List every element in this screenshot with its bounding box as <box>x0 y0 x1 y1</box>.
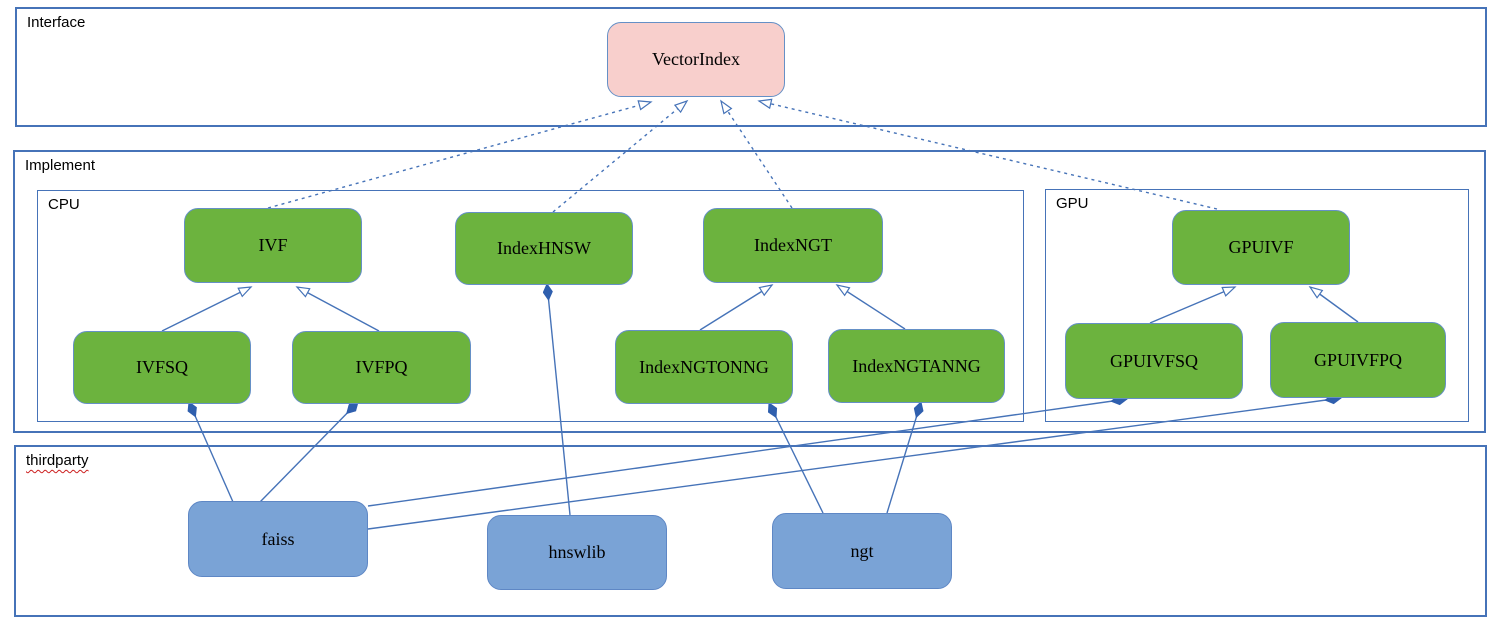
edge-faiss-gpuivfsq <box>367 399 1127 507</box>
node-indexhnsw-label: IndexHNSW <box>497 238 591 258</box>
edge-ngt-indexngtonng <box>769 403 824 514</box>
node-indexngtanng: IndexNGTANNG <box>828 329 1005 403</box>
node-ivfpq-label: IVFPQ <box>355 357 408 377</box>
node-ngt-label: ngt <box>850 540 874 561</box>
edge-gpuivfsq-gpuivf <box>1149 286 1237 324</box>
node-ivfsq: IVFSQ <box>73 331 251 404</box>
edge-indexngt-vectorindex <box>720 99 793 209</box>
node-gpuivfsq-label: GPUIVFSQ <box>1109 350 1199 371</box>
node-gpuivfpq-label: GPUIVFPQ <box>1313 349 1403 370</box>
edge-ivfpq-ivf <box>295 286 380 332</box>
node-indexngt-label: IndexNGT <box>754 235 832 255</box>
node-vectorindex: VectorIndex <box>607 22 785 97</box>
node-ivfsq-label: IVFSQ <box>135 357 188 377</box>
node-indexngtanng-label: IndexNGTANNG <box>852 355 981 376</box>
node-ivfpq: IVFPQ <box>292 331 471 404</box>
edge-gpuivf-vectorindex <box>757 98 1218 210</box>
container-interface-label: Interface <box>27 14 86 31</box>
edge-faiss-ivfpq <box>259 402 358 503</box>
edge-indexngtanng-indexngt <box>835 284 906 330</box>
edge-indexngtonng-indexngt <box>699 284 774 331</box>
container-cpu-label: CPU <box>48 196 80 213</box>
container-interface: Interface <box>15 7 1487 127</box>
node-ivf: IVF <box>184 208 362 283</box>
node-ngt: ngt <box>772 513 952 589</box>
edge-faiss-gpuivfpq <box>367 398 1341 530</box>
node-vectorindex-label: VectorIndex <box>652 49 740 69</box>
node-faiss: faiss <box>188 501 368 577</box>
edge-hnswlib-indexhnsw <box>547 284 571 516</box>
edge-indexhnsw-vectorindex <box>552 99 689 213</box>
edge-ivf-vectorindex <box>267 100 653 209</box>
node-hnswlib-label: hnswlib <box>548 542 606 562</box>
container-gpu-label: GPU <box>1056 195 1089 212</box>
node-gpuivf: GPUIVF <box>1172 210 1350 285</box>
edge-ivfsq-ivf <box>161 286 253 332</box>
node-gpuivfpq: GPUIVFPQ <box>1270 322 1446 398</box>
node-indexngtonng-label: IndexNGTONNG <box>639 356 769 377</box>
node-indexngt: IndexNGT <box>703 208 883 283</box>
node-indexhnsw: IndexHNSW <box>455 212 633 285</box>
edge-gpuivfpq-gpuivf <box>1308 285 1359 323</box>
node-faiss-label: faiss <box>261 528 295 549</box>
container-implement-label: Implement <box>25 157 96 174</box>
node-indexngtonng: IndexNGTONNG <box>615 330 793 404</box>
container-thirdparty: thirdparty <box>14 445 1487 617</box>
node-hnswlib: hnswlib <box>487 515 667 590</box>
container-gpu: GPU <box>1045 189 1469 422</box>
edge-faiss-ivfsq <box>189 402 234 503</box>
container-thirdparty-label: thirdparty <box>26 452 89 469</box>
container-implement: Implement <box>13 150 1486 433</box>
node-ivf-label: IVF <box>258 235 288 255</box>
node-gpuivf-label: GPUIVF <box>1228 237 1294 257</box>
container-cpu: CPU <box>37 190 1024 422</box>
node-gpuivfsq: GPUIVFSQ <box>1065 323 1243 399</box>
